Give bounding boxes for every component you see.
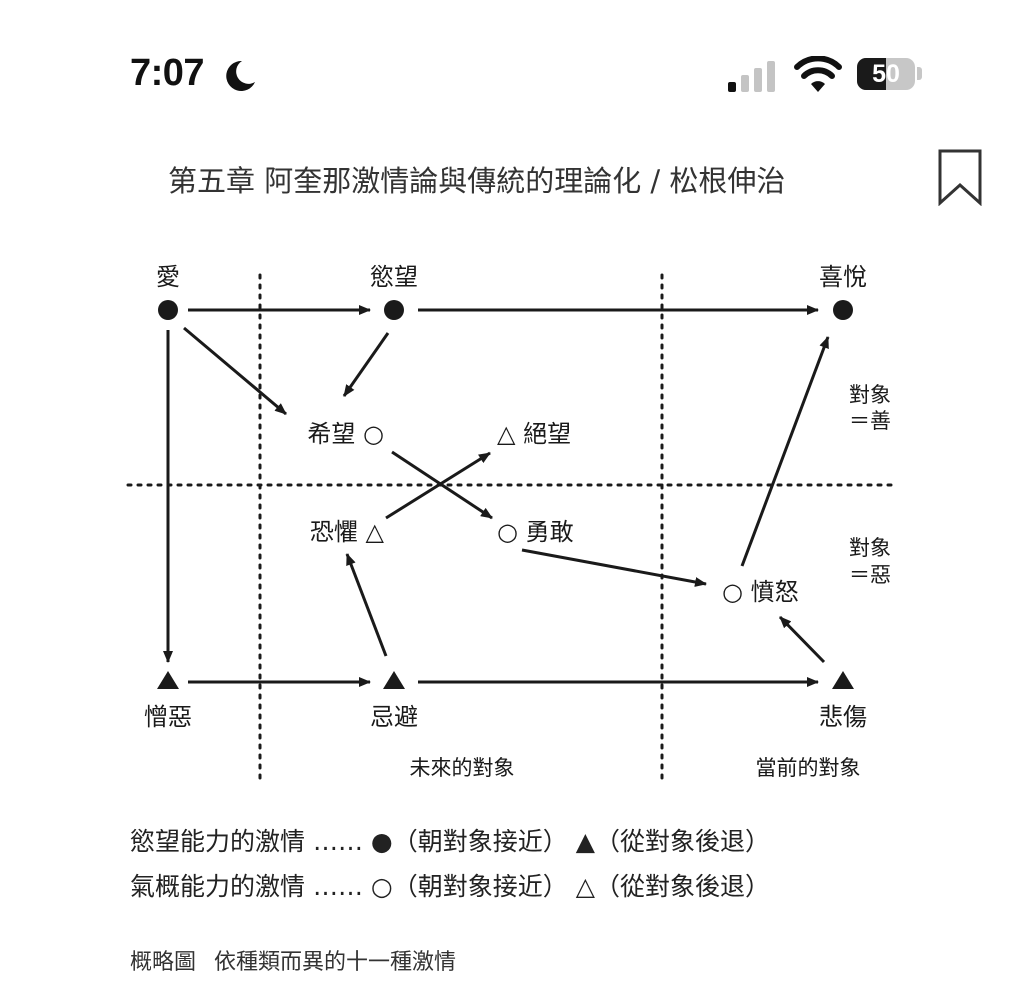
page-title: 第五章 阿奎那激情論與傳統的理論化 / 松根伸治 [168,164,786,198]
courage-label: ○ 勇敢 [497,518,574,546]
hatred-label: 憎惡 [144,703,192,731]
avoidance-label: 忌避 [370,703,418,731]
arrow-anger-to-joy [740,336,830,567]
hollow-triangle-icon: △ [575,872,595,901]
evil-object-label-line2: ＝惡 [849,563,891,587]
present-object-label: 當前的對象 [756,756,861,780]
arrow-avoidance-to-fear [345,553,388,657]
arrow-courage-to-anger [521,548,707,587]
desire-node [384,300,404,320]
battery-cap [917,67,922,80]
figure-caption: 概略圖依種類而異的十一種激情 [130,944,456,976]
anger-label: ○ 憤怒 [722,578,799,606]
arrow-sorrow-to-anger [778,615,826,664]
wifi-icon [794,56,842,92]
legend-concupiscible-name: 慾望能力的激情 [130,827,306,856]
love-node [158,300,178,320]
moon-icon [226,60,255,91]
arrow-fear-to-despair [385,451,491,520]
desire-label: 慾望 [370,263,418,291]
legend-dots: …… [312,827,363,856]
avoidance-node [383,671,405,689]
hatred-node [157,671,179,689]
filled-circle-icon: ● [370,827,393,856]
arrow-love-to-hope [183,326,287,416]
joy-node [833,300,853,320]
fear-label: 恐懼 △ [310,518,385,546]
sorrow-label: 悲傷 [819,703,867,731]
sorrow-node [832,671,854,689]
legend-withdraw-text: （從對象後退） [594,827,770,856]
filled-triangle-icon: ▲ [575,827,595,856]
legend-withdraw-text: （從對象後退） [594,872,770,901]
legend-dots: …… [312,872,363,901]
arrow-desire-to-hope [342,332,390,397]
future-object-label: 未來的對象 [410,756,515,780]
evil-object-label-line1: 對象 [849,536,891,560]
legend-irascible-name: 氣概能力的激情 [130,872,306,901]
legend-concupiscible: 慾望能力的激情 …… ●（朝對象接近） ▲（從對象後退） [130,822,770,858]
cellular-signal-icon [728,61,775,92]
good-object-label-line1: 對象 [849,383,891,407]
caption-text: 依種類而異的十一種激情 [214,950,457,975]
bookmark-icon[interactable] [937,148,983,206]
battery-level [857,58,886,90]
love-label: 愛 [156,263,180,291]
legend-irascible: 氣概能力的激情 …… ○（朝對象接近） △（從對象後退） [130,867,770,903]
status-time: 7:07 [130,52,205,94]
hope-label: 希望 ○ [307,420,384,448]
despair-label: △ 絕望 [497,420,571,448]
battery-icon: 50 [857,58,915,90]
caption-label: 概略圖 [130,950,197,975]
hollow-circle-icon: ○ [370,872,393,901]
joy-label: 喜悅 [819,263,867,291]
legend-approach-text: （朝對象接近） [392,872,568,901]
legend-approach-text: （朝對象接近） [392,827,568,856]
arrow-hope-to-courage [391,450,493,520]
good-object-label-line2: ＝善 [849,409,891,433]
battery-percent: 50 [872,60,900,88]
